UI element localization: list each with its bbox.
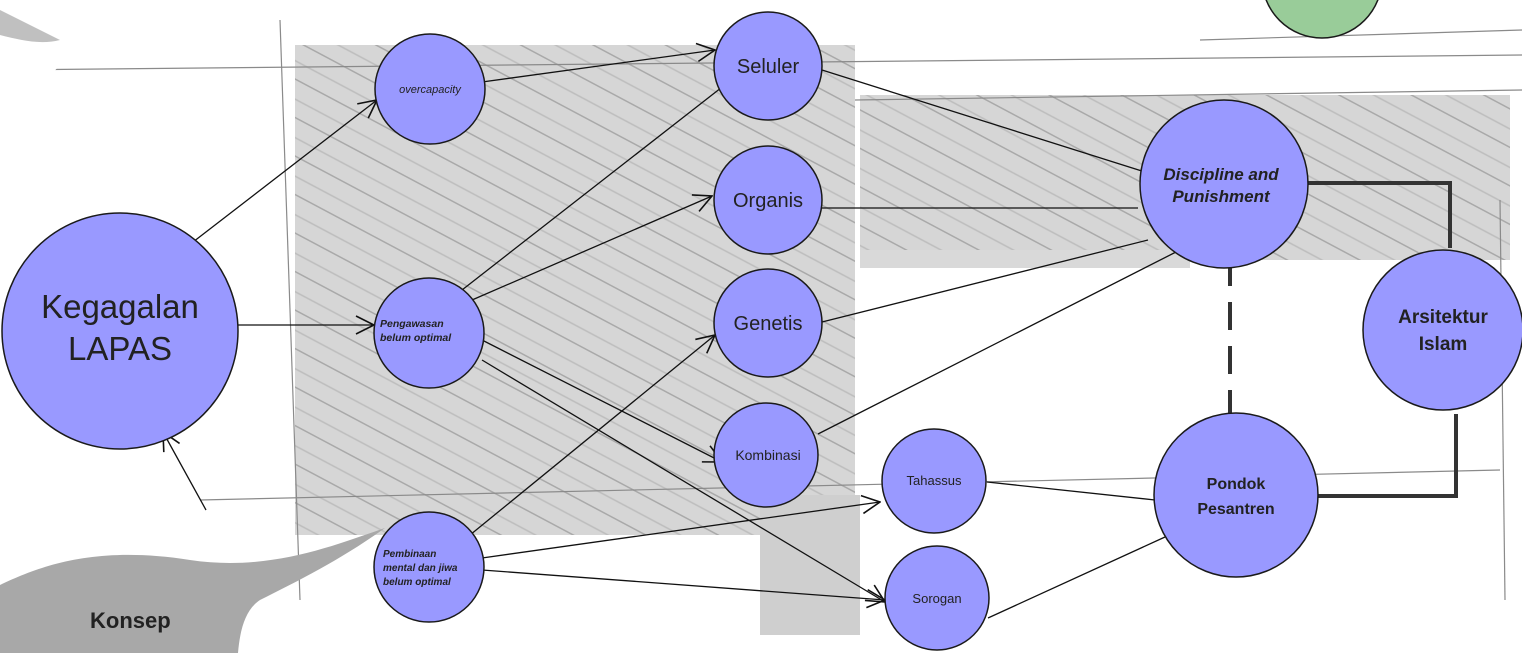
node-pondok-label-1: Pondok xyxy=(1207,476,1266,493)
edge-overcapacity-seluler xyxy=(481,50,715,83)
konsep-tab[interactable]: Konsep xyxy=(0,528,385,653)
node-discipline[interactable]: Discipline and Punishment xyxy=(1139,99,1309,269)
node-discipline-label-1: Discipline and xyxy=(1163,165,1279,184)
edge-kombinasi-discipline xyxy=(817,251,1177,435)
node-kegagalan-label-2: LAPAS xyxy=(68,330,172,367)
node-sorogan[interactable]: Sorogan xyxy=(884,545,990,651)
node-pengawasan-label-1: Pengawasan xyxy=(380,318,444,330)
node-tahassus[interactable]: Tahassus xyxy=(881,428,987,534)
konsep-tab-label: Konsep xyxy=(90,608,171,633)
edge-genetis-discipline xyxy=(821,239,1149,323)
node-pengawasan[interactable]: Pengawasan belum optimal xyxy=(373,277,485,389)
sketch-column xyxy=(760,495,860,635)
node-arsitektur-label-2: Islam xyxy=(1419,334,1468,355)
node-discipline-label-2: Punishment xyxy=(1172,187,1271,206)
node-pembinaan-label-1: Pembinaan xyxy=(383,549,436,560)
node-kombinasi-label: Kombinasi xyxy=(735,447,800,463)
edge-pembinaan-genetis xyxy=(469,335,715,536)
node-pembinaan[interactable]: Pembinaan mental dan jiwa belum optimal xyxy=(373,511,485,623)
node-genetis-label: Genetis xyxy=(734,313,803,335)
thick-connectors xyxy=(1228,181,1458,498)
node-genetis[interactable]: Genetis xyxy=(713,268,823,378)
node-arsitektur-label-1: Arsitektur xyxy=(1398,307,1488,328)
connector-pondok-arsitektur xyxy=(1318,414,1458,498)
node-pembinaan-label-3: belum optimal xyxy=(383,577,451,588)
sketch-corner-shadow xyxy=(0,10,60,43)
node-pembinaan-label-2: mental dan jiwa xyxy=(383,563,458,574)
edge-pembinaan-kegagalan xyxy=(163,432,207,511)
sketch-beam xyxy=(860,250,1190,268)
node-tahassus-label: Tahassus xyxy=(907,473,962,488)
edge-pengawasan-organis xyxy=(471,196,712,301)
nodes: Kegagalan LAPAS overcapacity Pengawasan … xyxy=(1,11,1522,651)
edge-pembinaan-sorogan xyxy=(481,569,885,600)
node-overcapacity-label: overcapacity xyxy=(399,84,462,96)
connector-discipline-arsitektur xyxy=(1278,181,1452,248)
node-seluler[interactable]: Seluler xyxy=(713,11,823,121)
node-overcapacity[interactable]: overcapacity xyxy=(374,33,486,145)
node-kombinasi[interactable]: Kombinasi xyxy=(713,402,819,508)
edge-pengawasan-kombinasi xyxy=(481,339,722,462)
node-sorogan-label: Sorogan xyxy=(912,591,961,606)
edges xyxy=(163,50,1177,619)
edge-kegagalan-overcapacity xyxy=(192,100,377,243)
node-pengawasan-label-2: belum optimal xyxy=(380,332,452,344)
edge-pembinaan-tahassus xyxy=(481,502,880,559)
node-arsitektur[interactable]: Arsitektur Islam xyxy=(1362,249,1522,411)
edge-pengawasan-sorogan xyxy=(481,359,885,602)
node-seluler-label: Seluler xyxy=(737,56,800,78)
node-kegagalan-label-1: Kegagalan xyxy=(41,288,199,325)
edge-pengawasan-seluler xyxy=(461,83,727,291)
node-kegagalan[interactable]: Kegagalan LAPAS xyxy=(1,212,239,450)
edge-seluler-discipline xyxy=(821,69,1146,173)
node-organis[interactable]: Organis xyxy=(713,145,823,255)
green-accent-circle xyxy=(1265,0,1379,39)
edge-sorogan-pondok xyxy=(987,536,1166,619)
edge-tahassus-pondok xyxy=(986,481,1156,501)
node-pondok-label-2: Pesantren xyxy=(1197,501,1274,518)
node-organis-label: Organis xyxy=(733,190,803,212)
node-pondok[interactable]: Pondok Pesantren xyxy=(1153,412,1319,578)
